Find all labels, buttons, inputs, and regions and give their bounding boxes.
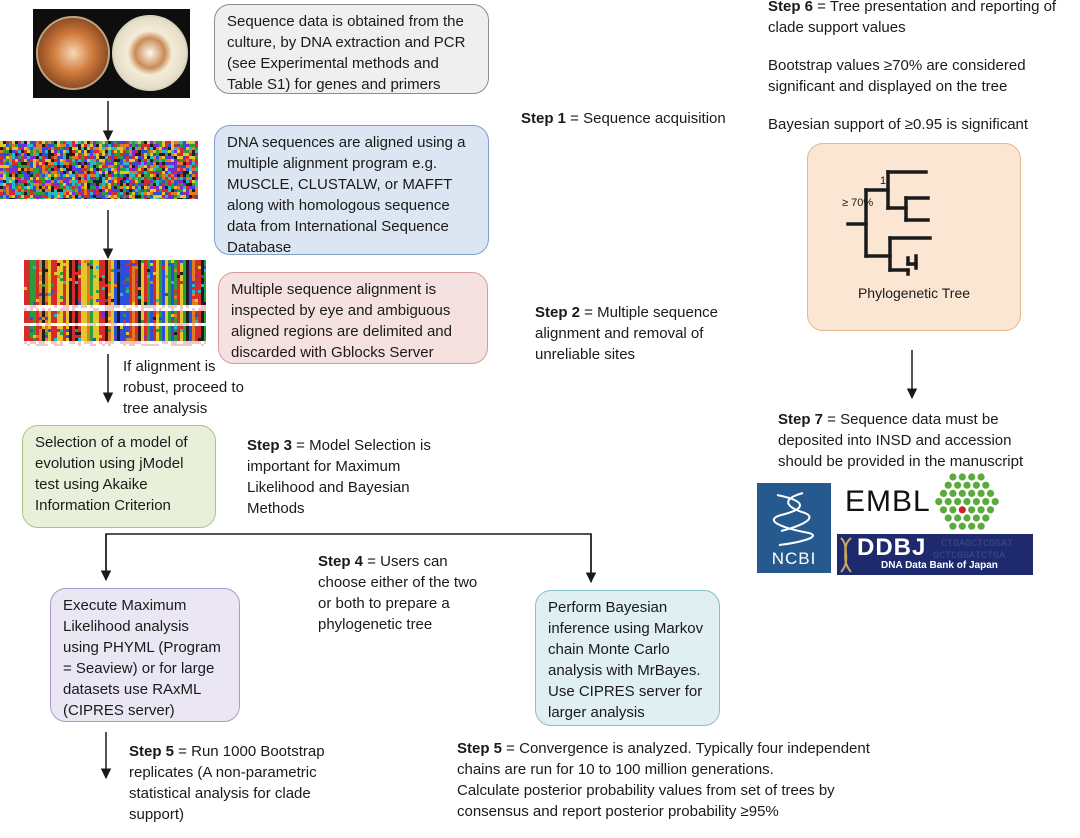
- box-sequence-alignment: DNA sequences are aligned using a multip…: [214, 125, 489, 256]
- box-alignment-inspection-text: Multiple sequence alignment is inspected…: [231, 281, 452, 361]
- tree-bootstrap-label: ≥ 70%: [842, 197, 873, 209]
- alignment-image-trimmed: [24, 260, 206, 346]
- step-5-bootstrap-text: Step 5 = Run 1000 Bootstrap replicates (…: [129, 743, 325, 823]
- box-alignment-inspection: Multiple sequence alignment is inspected…: [218, 272, 488, 364]
- step-5-bootstrap-label: Step 5: [129, 743, 175, 760]
- robust-note: If alignment is robust, proceed to tree …: [123, 358, 244, 417]
- step-6-bootstrap-note: Bootstrap values ≥70% are considered sig…: [768, 57, 1026, 95]
- ncbi-helix-icon: [772, 492, 814, 546]
- ddbj-dna-icon: CTGAGCTCGGAT GCTCGGATCTGA: [840, 537, 1013, 573]
- step-7-text: Step 7 = Sequence data must be deposited…: [778, 411, 1024, 470]
- box-maximum-likelihood-text: Execute Maximum Likelihood analysis usin…: [63, 597, 221, 719]
- phylogenetic-tree-diagram: 1 ≥ 70% Phylogenetic Tree: [842, 170, 970, 301]
- step-6-label: Step 6: [768, 0, 814, 15]
- step-4-text: Step 4 = Users can choose either of the …: [318, 553, 478, 633]
- ddbj-logo-text: DDBJ: [857, 534, 927, 561]
- step-3-text: Step 3 = Model Selection is important fo…: [247, 437, 431, 517]
- box-model-selection-text: Selection of a model of evolution using …: [35, 434, 188, 514]
- tree-caption: Phylogenetic Tree: [858, 285, 970, 301]
- embl-hexagon-icon: [935, 473, 999, 530]
- ncbi-logo-text: NCBI: [771, 549, 817, 568]
- step-7-label: Step 7: [778, 411, 824, 428]
- box-bayesian-inference-text: Perform Bayesian inference using Markov …: [548, 599, 704, 721]
- step-1-label: Step 1: [521, 110, 567, 127]
- svg-text:CTGAGCTCGGAT: CTGAGCTCGGAT: [941, 539, 1013, 550]
- step-1-text: Step 1 = Sequence acquisition: [521, 110, 726, 127]
- orange-culture-dish: [37, 17, 109, 89]
- ncbi-logo: NCBI: [757, 483, 831, 573]
- embl-logo: EMBL: [840, 471, 1000, 531]
- step-5-posterior-text: Calculate posterior probability values f…: [457, 782, 835, 820]
- box-sequence-acquisition-text: Sequence data is obtained from the cultu…: [227, 13, 466, 93]
- step-2-label: Step 2: [535, 304, 581, 321]
- step-2-text: Step 2 = Multiple sequence alignment and…: [535, 304, 719, 363]
- alignment-image-raw: [0, 141, 198, 199]
- step-4-label: Step 4: [318, 553, 364, 570]
- step-3-label: Step 3: [247, 437, 293, 454]
- ddbj-logo-subtitle: DNA Data Bank of Japan: [881, 560, 998, 571]
- phylogenetic-tree-box: 1 ≥ 70% Phylogenetic Tree: [807, 143, 1021, 331]
- ddbj-logo: CTGAGCTCGGAT GCTCGGATCTGA DDBJ DNA Data …: [837, 534, 1033, 575]
- step-6-text: Step 6 = Tree presentation and reporting…: [768, 0, 1080, 135]
- step-6-bayesian-note: Bayesian support of ≥0.95 is significant: [768, 116, 1029, 133]
- white-culture-dish: [113, 16, 187, 90]
- petri-dishes-image: [36, 15, 188, 91]
- embl-logo-text: EMBL: [845, 485, 931, 518]
- step-5-convergence-text: Step 5 = Convergence is analyzed. Typica…: [457, 740, 870, 820]
- step-5-convergence-label: Step 5: [457, 740, 503, 757]
- box-maximum-likelihood: Execute Maximum Likelihood analysis usin…: [50, 588, 240, 722]
- box-sequence-alignment-text: DNA sequences are aligned using a multip…: [227, 134, 466, 256]
- culture-photo: [33, 9, 190, 98]
- box-model-selection: Selection of a model of evolution using …: [22, 425, 216, 528]
- tree-bayes-label: 1: [880, 175, 886, 187]
- svg-text:GCTCGGATCTGA: GCTCGGATCTGA: [933, 551, 1005, 562]
- box-bayesian-inference: Perform Bayesian inference using Markov …: [535, 590, 720, 726]
- box-sequence-acquisition: Sequence data is obtained from the cultu…: [214, 4, 489, 94]
